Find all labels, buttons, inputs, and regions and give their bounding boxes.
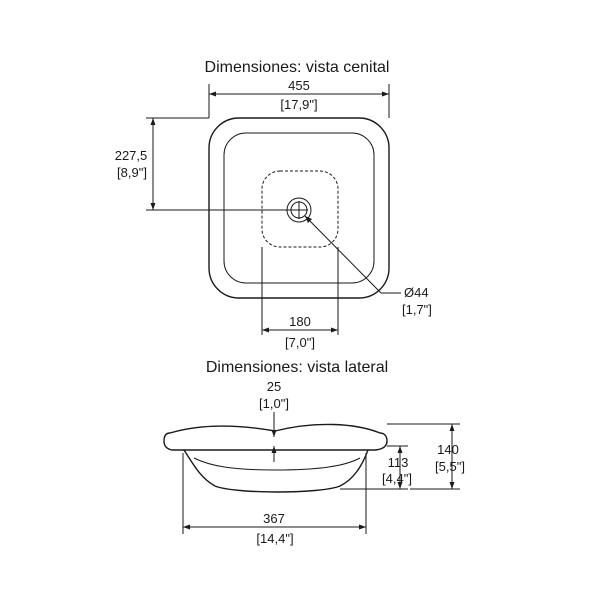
arrow-right [382, 91, 389, 97]
arrow-up [150, 118, 156, 125]
drain-diameter-mm-label: Ø44 [404, 285, 429, 300]
total-height-dimension: 140 [5,5"] [387, 423, 465, 490]
bowl-inner-line [193, 457, 361, 471]
drain-diameter-in-label: [1,7"] [402, 302, 432, 317]
basin-top-outline [208, 117, 390, 299]
arrow-left [209, 91, 216, 97]
width-in-label: [17,9"] [280, 97, 317, 112]
arrow-left [262, 327, 269, 333]
rim-arrow-down [271, 430, 277, 437]
top-view-title: Dimensiones: vista cenital [205, 59, 390, 76]
half-depth-in-label: [8,9"] [117, 165, 147, 180]
width-dimension: 455 [17,9"] [208, 78, 390, 118]
side-view-title: Dimensiones: vista lateral [206, 359, 388, 376]
arrow-down [449, 482, 455, 489]
rim-in-label: [1,0"] [259, 396, 289, 411]
total-height-in-label: [5,5"] [435, 459, 465, 474]
rim-thickness-dimension: 25 [1,0"] [259, 379, 289, 462]
basin-side-profile [163, 423, 388, 493]
inner-bottom-dimension: 180 [7,0"] [261, 247, 339, 350]
arrow-right [359, 524, 366, 530]
basin-inner-edge [223, 132, 375, 284]
arrow-down [397, 482, 403, 489]
arrow-right [331, 327, 338, 333]
base-width-mm-label: 367 [263, 511, 285, 526]
total-height-mm-label: 140 [437, 442, 459, 457]
depth-in-label: [4,4"] [382, 471, 412, 486]
rim-profile [163, 423, 388, 451]
depth-mm-label: 113 [388, 455, 409, 470]
half-depth-dimension: 227,5 [8,9"] [115, 117, 290, 211]
arrow-down [150, 203, 156, 210]
arrow-up [397, 446, 403, 453]
bowl-profile [183, 449, 369, 493]
arrow-left [183, 524, 190, 530]
arrow-up [449, 424, 455, 431]
basin-bottom-dashed [261, 170, 339, 248]
inner-bottom-mm-label: 180 [289, 314, 311, 329]
base-width-in-label: [14,4"] [256, 531, 293, 546]
drain-diameter-callout: Ø44 [1,7"] [304, 215, 432, 317]
base-width-dimension: 367 [14,4"] [182, 453, 367, 546]
drain-leader-line [304, 215, 382, 294]
width-mm-label: 455 [288, 78, 310, 93]
basin-outer-rim [208, 117, 390, 299]
depth-dimension: 113 [4,4"] [340, 445, 412, 490]
half-depth-mm-label: 227,5 [115, 148, 148, 163]
inner-bottom-in-label: [7,0"] [285, 335, 315, 350]
rim-mm-label: 25 [267, 379, 281, 394]
drain-leader-arrow [305, 216, 312, 223]
